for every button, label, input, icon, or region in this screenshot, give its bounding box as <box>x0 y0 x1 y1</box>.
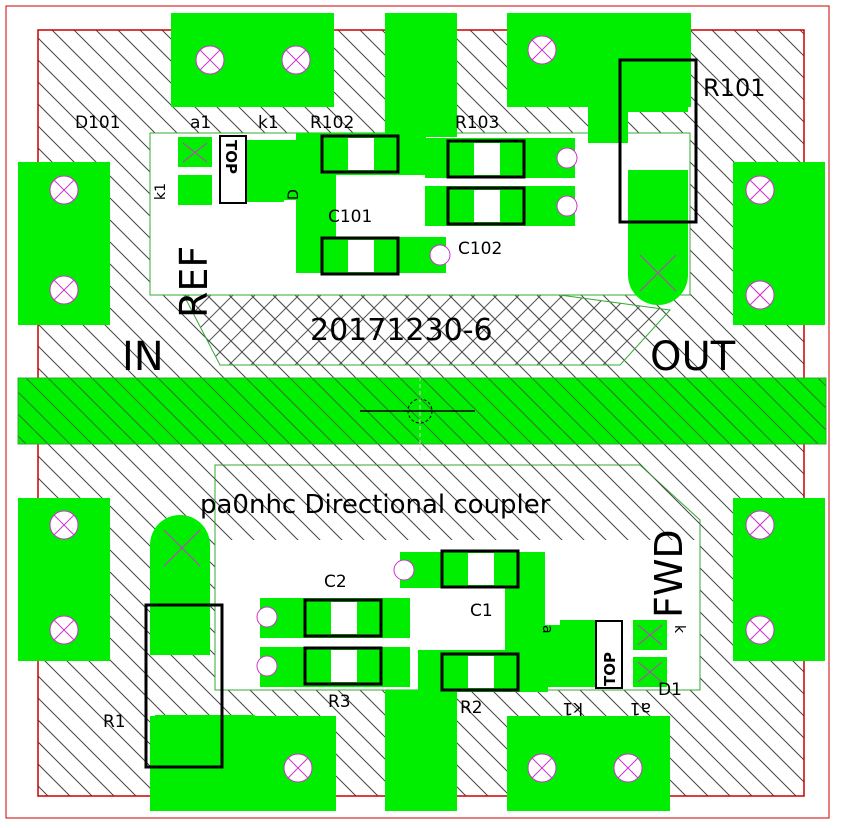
label-top-upper: TOP <box>222 140 240 174</box>
label-c101: C101 <box>328 207 372 227</box>
trace-r101-top <box>588 57 688 112</box>
label-k-lower: k <box>671 625 687 634</box>
label-c102: C102 <box>458 239 502 259</box>
r3-body <box>303 646 383 686</box>
label-d-top: D <box>286 189 302 200</box>
diode-upper-body <box>219 135 247 204</box>
label-in: IN <box>122 334 164 380</box>
lower-hatch <box>215 465 700 540</box>
trace-r101-upper <box>588 103 628 143</box>
c102-body <box>446 186 526 226</box>
label-c2: C2 <box>324 572 347 592</box>
r2-body <box>440 652 520 692</box>
via-r3 <box>256 655 278 677</box>
label-a1: a1 <box>190 113 211 133</box>
label-title: pa0nhc Directional coupler <box>200 490 551 520</box>
diode-lower-body <box>595 620 623 689</box>
r103-body <box>446 139 526 179</box>
r1-pad-lower <box>155 715 255 770</box>
label-a1-bottom: a1 <box>630 698 651 718</box>
label-r2: R2 <box>460 698 483 718</box>
pad-top-center <box>385 13 457 137</box>
c2-body <box>303 598 383 638</box>
label-d101: D101 <box>75 113 121 133</box>
r1-body <box>144 603 224 769</box>
r1-round-pad <box>150 515 210 600</box>
label-r1: R1 <box>103 712 126 732</box>
label-r3: R3 <box>328 692 351 712</box>
via-c102 <box>429 244 451 266</box>
label-r102: R102 <box>310 113 354 133</box>
pad-diode-a <box>560 620 600 642</box>
label-a-lower: a <box>539 625 555 634</box>
label-k1-bottom: k1 <box>562 698 583 718</box>
label-d1: D1 <box>658 680 682 700</box>
r1-pad-upper <box>150 600 210 655</box>
c1-body <box>440 549 520 589</box>
connector-vias <box>49 35 775 783</box>
label-k1-left: k1 <box>153 183 169 200</box>
via-c2 <box>256 606 278 628</box>
label-out: OUT <box>650 334 736 380</box>
via-r103-top <box>556 147 578 169</box>
label-k1-top: k1 <box>258 113 279 133</box>
via-r103-bottom <box>556 195 578 217</box>
label-top-lower: TOP <box>601 652 619 686</box>
r102-body <box>320 134 400 174</box>
r101-body <box>618 58 698 224</box>
label-fwd: FWD <box>647 529 691 618</box>
r101-pad-lower <box>628 170 688 225</box>
label-c1: C1 <box>470 601 493 621</box>
via-c1 <box>393 559 415 581</box>
r101-round-pad <box>628 225 688 305</box>
pad-k1 <box>178 175 212 205</box>
label-ref: REF <box>172 246 216 318</box>
c101-body <box>320 236 400 276</box>
label-board-code: 20171230-6 <box>310 313 493 348</box>
pad-bottom-center <box>385 690 457 811</box>
label-r103: R103 <box>455 113 499 133</box>
pad-diode-b <box>244 180 284 202</box>
label-r101: R101 <box>703 74 765 102</box>
